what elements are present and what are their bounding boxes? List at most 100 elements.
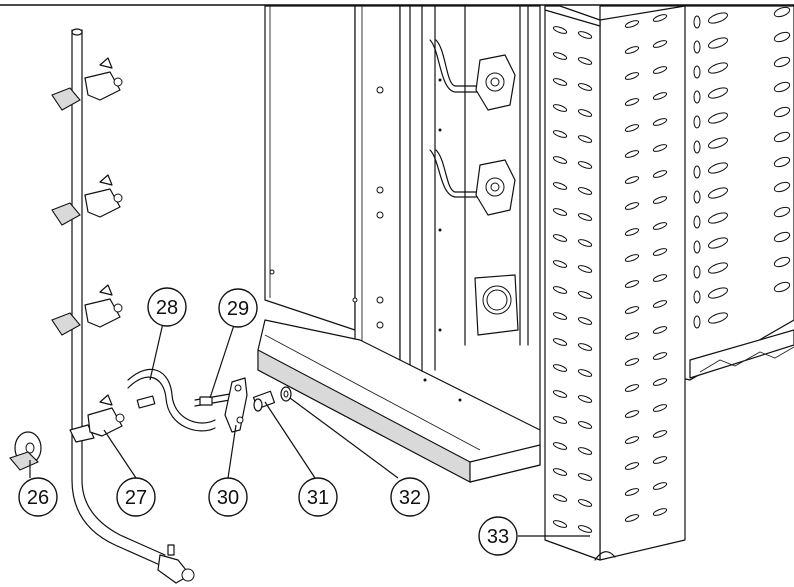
panel-slot bbox=[624, 358, 640, 366]
panel-slot bbox=[577, 291, 593, 299]
panel-slot bbox=[624, 436, 640, 444]
grille-slot bbox=[773, 131, 791, 143]
panel-slot bbox=[652, 378, 668, 386]
panel-slot bbox=[577, 395, 593, 403]
panel-slot bbox=[577, 499, 593, 507]
grille-slot bbox=[773, 31, 791, 43]
callout-27-label: 27 bbox=[125, 487, 147, 509]
panel-slot bbox=[552, 52, 568, 60]
panel-slot bbox=[624, 72, 640, 80]
grille-slot bbox=[773, 181, 791, 193]
callout-30: 30 bbox=[208, 477, 248, 517]
burner-plate-upper bbox=[429, 39, 516, 111]
grille-slot bbox=[773, 81, 791, 93]
panel-slot bbox=[552, 156, 568, 164]
grille-slot bbox=[693, 15, 701, 29]
grille-slot bbox=[693, 115, 701, 129]
grille-slot bbox=[708, 212, 728, 224]
grille-slot bbox=[773, 231, 791, 243]
panel-slot bbox=[652, 40, 668, 48]
panel-slot bbox=[577, 447, 593, 455]
panel-slot bbox=[624, 384, 640, 392]
callout-31-label: 31 bbox=[307, 487, 329, 509]
callout-28: 28 bbox=[147, 287, 187, 327]
panel-slot bbox=[552, 416, 568, 424]
callout-29: 29 bbox=[218, 288, 258, 328]
panel-slot bbox=[552, 364, 568, 372]
bracket-30 bbox=[224, 377, 248, 433]
grille-slot bbox=[773, 6, 791, 18]
grille-slot bbox=[708, 312, 728, 324]
panel-slot bbox=[652, 170, 668, 178]
panel-slot bbox=[624, 150, 640, 158]
panel-slot bbox=[652, 66, 668, 74]
grille-slot bbox=[708, 87, 728, 99]
burner-port-bottom bbox=[474, 274, 519, 336]
panel-slot bbox=[652, 92, 668, 100]
callout-33: 33 bbox=[478, 516, 518, 556]
panel-slot bbox=[552, 520, 568, 528]
grille-slot bbox=[708, 62, 728, 74]
grille-slot bbox=[773, 281, 791, 293]
panel-slot bbox=[577, 421, 593, 429]
panel-slot bbox=[624, 488, 640, 496]
panel-slot bbox=[552, 260, 568, 268]
panel-slot bbox=[577, 57, 593, 65]
panel-slot bbox=[552, 78, 568, 86]
panel-slot bbox=[577, 369, 593, 377]
panel-slot bbox=[624, 280, 640, 288]
grille-slot bbox=[708, 137, 728, 149]
grille-slot bbox=[693, 215, 701, 229]
panel-slot bbox=[552, 208, 568, 216]
panel-slot bbox=[624, 228, 640, 236]
panel-slot bbox=[652, 222, 668, 230]
panel-slot bbox=[577, 317, 593, 325]
callout-32: 32 bbox=[390, 477, 430, 517]
panel-slot bbox=[624, 176, 640, 184]
panel-slot bbox=[552, 182, 568, 190]
knob-26 bbox=[9, 431, 42, 471]
grille-slot bbox=[708, 37, 728, 49]
panel-slot bbox=[652, 430, 668, 438]
thermocouple-29 bbox=[194, 393, 231, 407]
callout-26-label: 26 bbox=[27, 487, 49, 509]
valve-knob-2 bbox=[51, 174, 123, 226]
leader-lines bbox=[29, 322, 590, 537]
nut-32 bbox=[280, 386, 292, 402]
callout-30-label: 30 bbox=[217, 487, 239, 509]
callout-33-label: 33 bbox=[487, 526, 509, 548]
panel-slot bbox=[652, 326, 668, 334]
panel-slot bbox=[624, 410, 640, 418]
panel-slot bbox=[624, 202, 640, 210]
panel-slot bbox=[652, 248, 668, 256]
panel-slot bbox=[577, 213, 593, 221]
burner-plate-lower bbox=[429, 149, 516, 216]
panel-slot bbox=[577, 343, 593, 351]
panel-slot bbox=[577, 161, 593, 169]
grille-slot bbox=[773, 206, 791, 218]
grille-slot bbox=[708, 112, 728, 124]
grille-slot bbox=[693, 65, 701, 79]
panel-slot bbox=[552, 494, 568, 502]
panel-slot bbox=[552, 338, 568, 346]
grille-slot bbox=[693, 190, 701, 204]
grille-slot bbox=[693, 290, 701, 304]
callout-31: 31 bbox=[298, 477, 338, 517]
panel-slot bbox=[652, 508, 668, 516]
grille-slot bbox=[693, 140, 701, 154]
panel-slot bbox=[652, 404, 668, 412]
panel-slot bbox=[652, 300, 668, 308]
grille-slot bbox=[693, 240, 701, 254]
panel-slot bbox=[624, 306, 640, 314]
callout-32-label: 32 bbox=[399, 487, 421, 509]
grille-slot bbox=[773, 156, 791, 168]
grille-slot bbox=[693, 40, 701, 54]
panel-slot bbox=[577, 525, 593, 533]
panel-slot bbox=[552, 234, 568, 242]
valve-27 bbox=[69, 394, 125, 443]
grille-slot bbox=[773, 106, 791, 118]
panel-slot bbox=[624, 332, 640, 340]
panel-slot bbox=[577, 83, 593, 91]
panel-slot bbox=[552, 104, 568, 112]
